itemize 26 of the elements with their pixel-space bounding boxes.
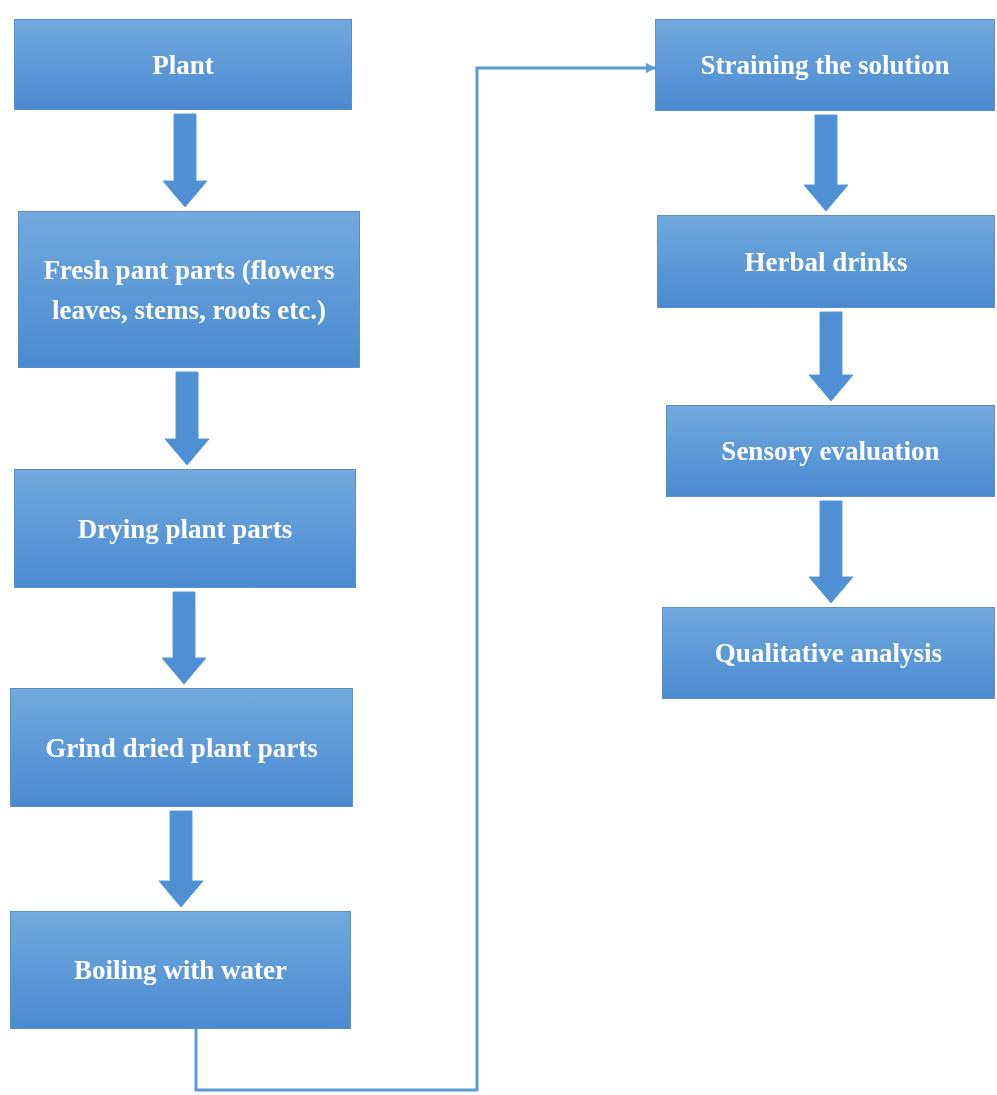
block-arrow — [158, 810, 204, 908]
block-arrow — [803, 114, 849, 212]
step-label: Boiling with water — [74, 954, 287, 987]
step-label: Fresh pant parts (flowers leaves, stems, roots etc.) — [42, 253, 336, 327]
process-box — [655, 19, 995, 111]
block-arrow — [162, 113, 208, 208]
connector-arrow — [194, 63, 656, 1092]
block-arrow — [164, 371, 210, 466]
step-label: Sensory evaluation — [721, 435, 940, 468]
step-label: Drying plant parts — [77, 512, 293, 546]
step-label: Qualitative analysis — [714, 637, 943, 670]
process-box — [10, 688, 353, 807]
process-box — [14, 469, 356, 588]
step-label: Herbal drinks — [744, 245, 908, 279]
block-arrow — [808, 500, 854, 604]
process-box — [18, 211, 360, 368]
process-box — [662, 607, 995, 699]
step-label: Grind dried plant parts — [45, 731, 318, 765]
step-label: Straining the solution — [700, 49, 950, 82]
process-box — [657, 215, 995, 308]
process-box — [666, 405, 995, 497]
block-arrow — [161, 591, 207, 685]
process-box — [10, 911, 351, 1029]
block-arrow — [808, 311, 854, 402]
process-box — [14, 19, 352, 110]
step-label: Plant — [152, 48, 214, 82]
